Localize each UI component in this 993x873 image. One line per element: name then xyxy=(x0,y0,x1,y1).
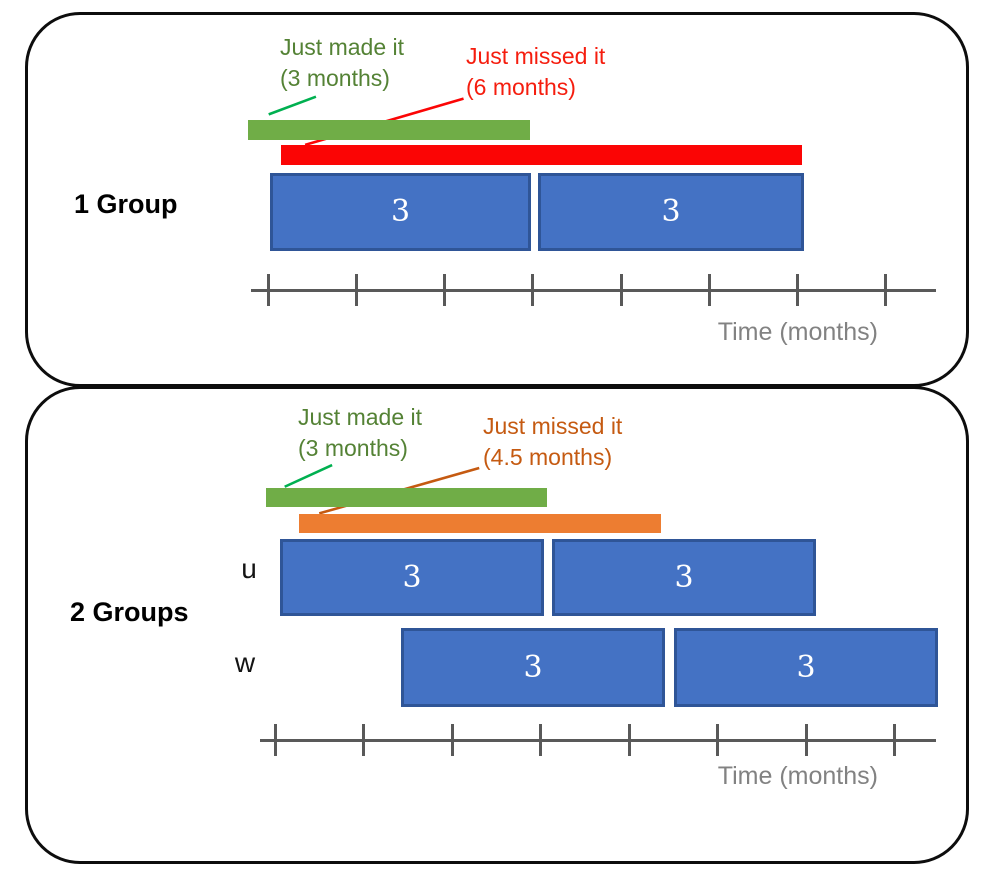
axis-line xyxy=(260,739,936,742)
missed-it-label-line2: (6 months) xyxy=(466,74,576,100)
axis-tick xyxy=(716,724,719,756)
duration-box: 3 xyxy=(401,628,665,707)
made-it-label-line2: (3 months) xyxy=(280,65,390,91)
axis-tick xyxy=(267,274,270,306)
axis-tick xyxy=(274,724,277,756)
axis-label: Time (months) xyxy=(717,318,878,346)
axis-tick xyxy=(884,274,887,306)
made-it-label: Just made it (3 months) xyxy=(280,32,404,94)
missed-it-bar xyxy=(299,514,661,533)
duration-box: 3 xyxy=(552,539,816,616)
duration-box: 3 xyxy=(280,539,544,616)
made-it-label: Just made it (3 months) xyxy=(298,402,422,464)
made-it-leader-line xyxy=(284,463,333,488)
made-it-leader-line xyxy=(268,95,317,116)
duration-box-value: 3 xyxy=(390,194,411,229)
missed-it-label: Just missed it (4.5 months) xyxy=(483,411,622,473)
panel-1-group: Just made it (3 months) Just missed it (… xyxy=(25,12,969,387)
axis-tick xyxy=(539,724,542,756)
axis-line xyxy=(251,289,936,292)
axis-label: Time (months) xyxy=(717,762,878,790)
axis-tick xyxy=(451,724,454,756)
row-label-w: w xyxy=(234,647,256,678)
missed-it-label: Just missed it (6 months) xyxy=(466,41,605,103)
row-label-u: u xyxy=(241,553,257,584)
duration-box: 3 xyxy=(674,628,938,707)
axis-tick xyxy=(531,274,534,306)
missed-it-label-line1: Just missed it xyxy=(483,413,623,439)
duration-box-value: 3 xyxy=(661,194,681,229)
duration-box-value: 3 xyxy=(674,559,694,595)
panel-title: 2 Groups xyxy=(70,597,189,627)
duration-box-value: 3 xyxy=(402,559,422,595)
made-it-bar xyxy=(266,488,547,507)
axis-tick xyxy=(628,724,631,756)
axis-tick xyxy=(893,724,896,756)
missed-it-label-line2: (4.5 months) xyxy=(483,444,613,470)
duration-box-value: 3 xyxy=(523,649,543,685)
made-it-label-line1: Just made it xyxy=(280,34,404,60)
axis-tick xyxy=(805,724,808,756)
duration-box-value: 3 xyxy=(796,649,816,685)
axis-tick xyxy=(620,274,623,306)
axis-tick xyxy=(708,274,711,306)
duration-box: 3 xyxy=(538,173,804,251)
made-it-label-line1: Just made it xyxy=(298,404,422,430)
made-it-bar xyxy=(248,120,530,140)
duration-box: 3 xyxy=(270,173,531,251)
axis-tick xyxy=(443,274,446,306)
panel-2-groups: Just made it (3 months) Just missed it (… xyxy=(25,386,969,864)
missed-it-label-line1: Just missed it xyxy=(466,43,606,69)
axis-tick xyxy=(362,724,365,756)
panel-title: 1 Group xyxy=(74,189,178,219)
axis-tick xyxy=(355,274,358,306)
axis-tick xyxy=(796,274,799,306)
missed-it-bar xyxy=(281,145,802,165)
made-it-label-line2: (3 months) xyxy=(298,435,408,461)
